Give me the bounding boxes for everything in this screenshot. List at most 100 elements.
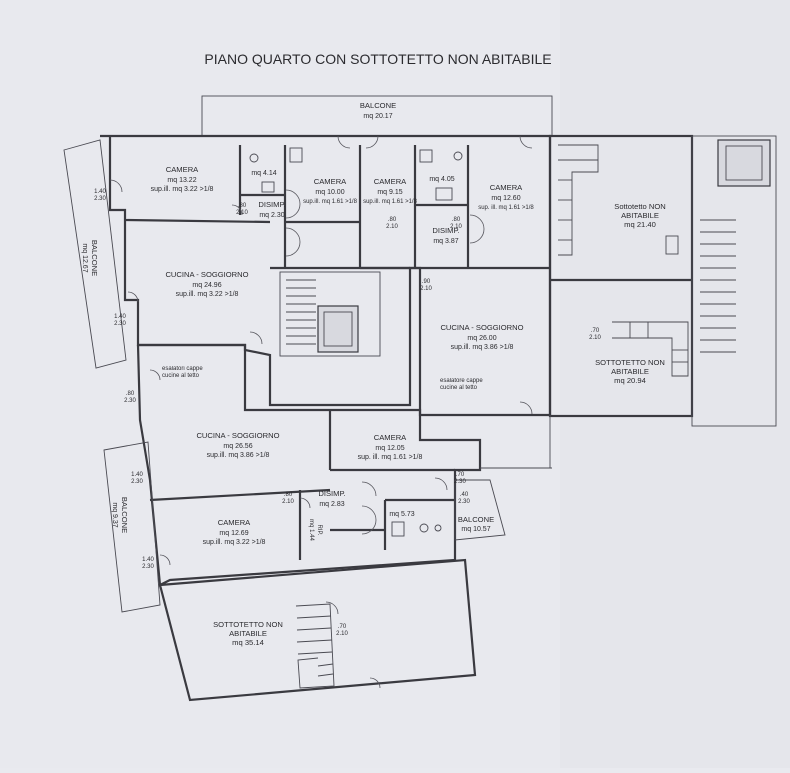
camera-4-name: CAMERA: [490, 183, 523, 192]
sink-1: [249, 153, 259, 163]
elevator-right: [717, 139, 771, 187]
dim-80-c: .80: [452, 217, 461, 223]
cucina-2-area: mq 26.00: [467, 335, 496, 342]
disimp-2-area: mq 3.87: [433, 238, 458, 245]
camera-5-extra: sup. ill. mq 1.61 >1/8: [358, 454, 423, 461]
sottotetto-3-name: SOTTOTETTO NON ABITABILE: [213, 620, 283, 638]
stair-steps-core: [286, 279, 316, 345]
dim-140-a: 1.40: [94, 189, 106, 195]
shower-1: [289, 147, 303, 163]
dim-210-a: 2.10: [236, 210, 248, 216]
dim-230-e: 2.30: [124, 398, 136, 404]
sottotetto-1-area: mq 21.40: [624, 220, 656, 229]
bathtub-2: [435, 187, 453, 201]
dim-230-f: 2.30: [454, 479, 466, 485]
upper-block-wall: [100, 134, 552, 417]
dim-210-c: 2.10: [450, 224, 462, 230]
elevator-cab: [323, 311, 353, 347]
dim-210-d: 2.10: [282, 499, 294, 505]
dim-140-b: 1.40: [114, 314, 126, 320]
camera-5-name: CAMERA: [374, 433, 407, 442]
dim-140-d: 1.40: [142, 557, 154, 563]
camera-1-name: CAMERA: [166, 165, 199, 174]
dim-70-b: .70: [456, 472, 465, 478]
attic-bottom-block: [158, 558, 477, 702]
camera-2-name: CAMERA: [314, 177, 347, 186]
dim-230-a: 2.30: [94, 196, 106, 202]
skylight-1: [665, 235, 679, 255]
dim-210-g: 2.10: [336, 631, 348, 637]
sottotetto-1-name: Sottotetto NON ABITABILE: [614, 202, 666, 220]
shower-3: [391, 521, 405, 537]
dim-40-a: .40: [460, 492, 469, 498]
camera-4-extra: sup. ill. mq 1.61 >1/8: [478, 205, 534, 211]
dim-230-g: 2.30: [458, 499, 470, 505]
balcone-right-outline: [454, 479, 506, 541]
balcone-right-area: mq 10.57: [461, 526, 490, 533]
note-esalatore-text: esalatore cappe cucine al tetto: [440, 378, 483, 391]
cucina-2-name: CUCINA - SOGGIORNO: [440, 323, 523, 332]
cucina-3-name: CUCINA - SOGGIORNO: [196, 431, 279, 440]
door-swings: [109, 135, 533, 689]
disimp-1-name: DISIMP.: [258, 200, 285, 209]
dim-70-a: .70: [591, 328, 600, 334]
balcone-left-outline: [63, 139, 127, 369]
elevator-right-cab: [725, 145, 763, 181]
paper-shade: [560, 0, 790, 768]
bagno-1-area: mq 4.14: [251, 170, 276, 177]
cucina-1-name: CUCINA - SOGGIORNO: [165, 270, 248, 279]
disimp-1-area: mq 2.30: [259, 212, 284, 219]
balcone-left-2-label: BALCONE mq 9.37: [111, 497, 129, 533]
wall-camera-cucina: [124, 218, 271, 224]
dim-230-c: 2.30: [131, 479, 143, 485]
sink-3: [419, 523, 429, 533]
disimp-2-name: DISIMP.: [432, 226, 459, 235]
shower-2: [419, 149, 433, 163]
balcone-left-2-outline: [103, 441, 161, 613]
dim-70-c: .70: [338, 624, 347, 630]
balcone-left-2-name: BALCONE: [120, 497, 129, 533]
attic-far-right: [691, 135, 777, 427]
note-esalatori-text: esalatori cappe cucine al tetto: [162, 366, 203, 379]
elevator-shaft: [317, 305, 359, 353]
note-esalatore: esalatore cappe cucine al tetto: [440, 378, 483, 391]
stair-core: [279, 271, 381, 357]
camera-6-extra: sup.ill. mq 3.22 >1/8: [203, 539, 266, 546]
camera-3-name: CAMERA: [374, 177, 407, 186]
sottotetto-3-area: mq 35.14: [232, 638, 264, 647]
camera-4-area: mq 12.60: [491, 195, 520, 202]
balcone-left-name: BALCONE: [90, 240, 99, 276]
dim-annotations: 1.40 2.30 1.40 2.30 1.40 2.30 1.40 2.30 …: [94, 189, 601, 637]
dim-80-a: .80: [238, 203, 247, 209]
balcone-top-area: mq 20.17: [363, 113, 392, 120]
camera-3-extra: sup.ill. mq 1.61 >1/8: [363, 199, 418, 205]
cucina-1-area: mq 24.96: [192, 282, 221, 289]
dim-230-b: 2.30: [114, 321, 126, 327]
dim-80-d: .80: [284, 492, 293, 498]
bidet-1: [261, 181, 275, 193]
dim-80-e: .80: [126, 391, 135, 397]
balcone-left-2-area: mq 9.37: [111, 502, 118, 527]
sottotetto-3-label: SOTTOTETTO NON ABITABILE mq 35.14: [213, 620, 283, 647]
wc-3: [434, 524, 442, 532]
camera-2-area: mq 10.00: [315, 189, 344, 196]
stair-steps-right: [700, 219, 736, 353]
rip-name: RIP.: [316, 525, 322, 536]
sottotetto-2-name: SOTTOTETTO NON ABITABILE: [595, 358, 665, 376]
cucina-1-extra: sup.ill. mq 3.22 >1/8: [176, 291, 239, 298]
camera-6-name: CAMERA: [218, 518, 251, 527]
bagno-2-area: mq 4.05: [429, 176, 454, 183]
sink-2: [453, 151, 463, 161]
dim-140-c: 1.40: [131, 472, 143, 478]
disimp-3-name: DISIMP.: [318, 489, 345, 498]
sottotetto-1-label: Sottotetto NON ABITABILE mq 21.40: [614, 202, 666, 229]
sottotetto-2-label: SOTTOTETTO NON ABITABILE mq 20.94: [595, 358, 665, 385]
cucina-3-extra: sup.ill. mq 3.86 >1/8: [207, 452, 270, 459]
note-esalatori: esalatori cappe cucine al tetto: [162, 366, 203, 379]
sottotetto-2-area: mq 20.94: [614, 376, 646, 385]
dim-90-a: .90: [422, 279, 431, 285]
cucina-3-area: mq 26.56: [223, 443, 252, 450]
camera-6-area: mq 12.69: [219, 530, 248, 537]
disimp-3-area: mq 2.83: [319, 501, 344, 508]
